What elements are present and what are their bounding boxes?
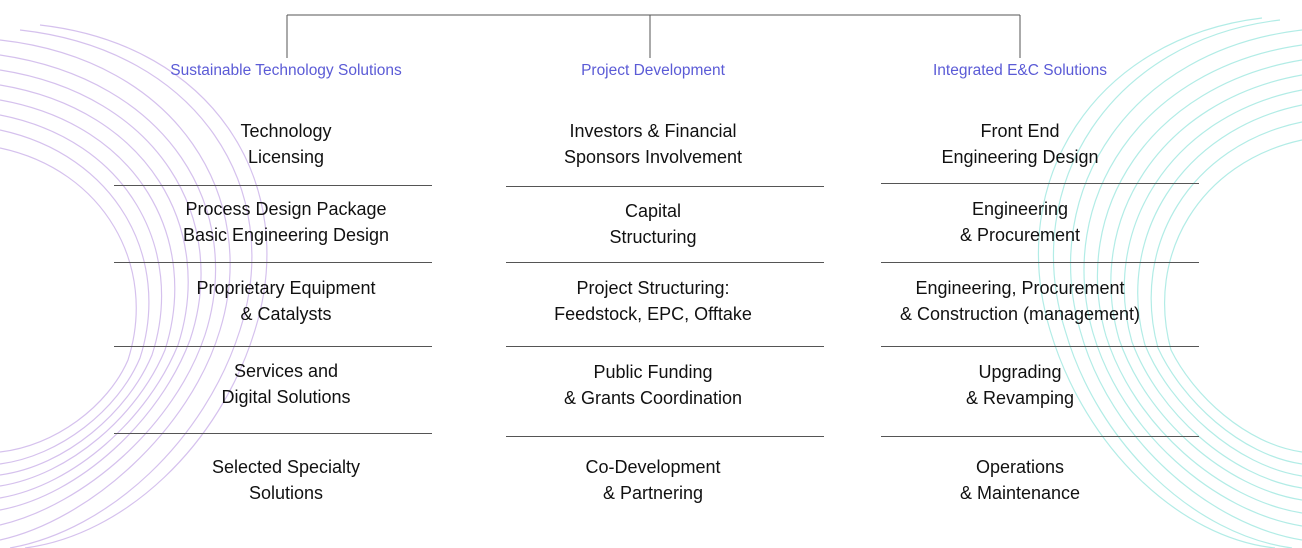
list-item: Co-Development& Partnering <box>585 457 721 503</box>
list-item: Engineering& Procurement <box>959 199 1081 245</box>
right-swirl-decoration <box>1037 17 1302 548</box>
divider <box>881 183 1199 184</box>
list-item: Project Structuring:Feedstock, EPC, Offt… <box>554 278 752 324</box>
divider <box>114 346 432 347</box>
column-project-development: Project Development Investors & Financia… <box>488 0 824 548</box>
column-sustainable-technology: Sustainable Technology Solutions Technol… <box>114 0 451 548</box>
list-item: Upgrading& Revamping <box>965 362 1075 408</box>
left-swirl-decoration <box>0 24 268 548</box>
divider <box>506 436 824 437</box>
column-title: Project Development <box>581 62 725 79</box>
column-title: Sustainable Technology Solutions <box>170 62 402 79</box>
list-item: Public Funding& Grants Coordination <box>563 362 743 408</box>
list-item: Proprietary Equipment& Catalysts <box>196 278 376 324</box>
divider <box>506 346 824 347</box>
list-item: Engineering, Procurement& Construction (… <box>899 278 1141 324</box>
divider <box>881 346 1199 347</box>
column-title: Integrated E&C Solutions <box>932 62 1108 79</box>
divider <box>114 433 432 434</box>
connector-lines <box>286 14 1021 58</box>
divider <box>114 185 432 186</box>
divider <box>114 262 432 263</box>
divider <box>506 186 824 187</box>
divider <box>881 262 1199 263</box>
list-item: Operations& Maintenance <box>959 457 1081 503</box>
divider <box>506 262 824 263</box>
divider <box>881 436 1199 437</box>
